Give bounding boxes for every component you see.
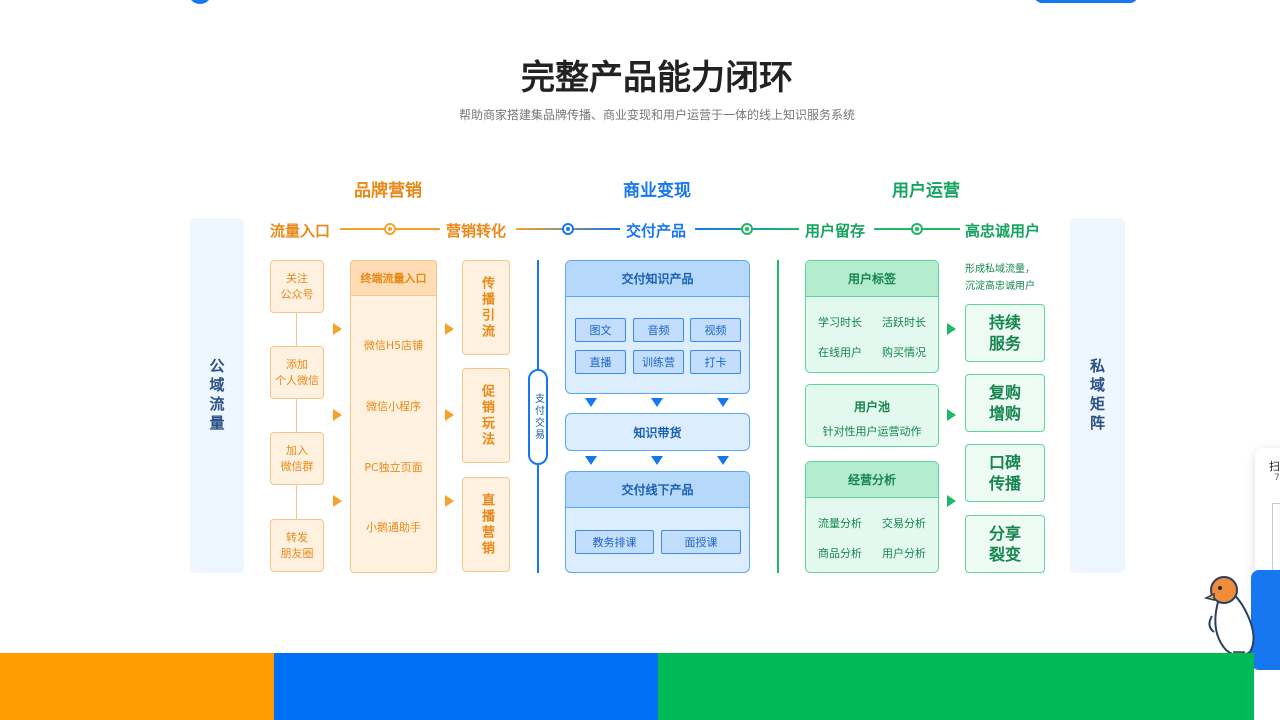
offline-box: 交付线下产品 教务排课 面授课 xyxy=(565,471,750,573)
goose-mascot-icon xyxy=(1204,576,1255,663)
qr-widget-sub: 7 xyxy=(1274,473,1280,483)
payment-pill: 支付交易 xyxy=(528,369,548,465)
chip-video: 视频 xyxy=(690,318,741,342)
chip-offline-class: 面授课 xyxy=(661,530,741,554)
flow-deliver: 交付产品 xyxy=(626,222,687,240)
pool-title: 用户池 xyxy=(853,400,890,414)
terminal-item: 微信H5店铺 xyxy=(363,339,424,352)
tag-active-time: 活跃时长 xyxy=(882,316,926,329)
triangle-arrow-icon xyxy=(717,456,729,465)
contact-side-button[interactable] xyxy=(1251,570,1280,670)
chip-graphic: 图文 xyxy=(575,318,626,342)
marketing-spread: 传播引流 xyxy=(462,260,510,355)
private-note: 形成私域流量， 沉淀高忠诚用户 xyxy=(965,264,1035,292)
flow-node-icon xyxy=(384,223,396,235)
goods-box: 知识带货 xyxy=(565,413,750,451)
analysis-traffic: 流量分析 xyxy=(818,517,862,530)
tag-purchase: 购买情况 xyxy=(882,346,926,359)
triangle-arrow-icon xyxy=(947,323,956,335)
marketing-promo: 促销玩法 xyxy=(462,368,510,463)
triangle-arrow-icon xyxy=(445,495,454,507)
flow-node-icon xyxy=(562,223,574,235)
entry-item-add-wechat: 添加 个人微信 xyxy=(270,346,324,399)
triangle-arrow-icon xyxy=(947,495,956,507)
left-panel xyxy=(190,218,244,573)
analysis-trade: 交易分析 xyxy=(882,517,926,530)
marketing-live: 直播营销 xyxy=(462,477,510,572)
right-panel-label: 私域矩阵 xyxy=(1088,357,1106,434)
triangle-arrow-icon xyxy=(445,409,454,421)
offline-title: 交付线下产品 xyxy=(566,472,749,508)
flow-traffic: 流量入口 xyxy=(270,222,331,240)
section-title: 完整产品能力闭环 xyxy=(521,58,793,98)
triangle-arrow-icon xyxy=(717,398,729,407)
right-panel xyxy=(1070,218,1125,573)
outcome-fission: 分享 裂变 xyxy=(965,515,1045,573)
outcome-repurchase: 复购 增购 xyxy=(965,374,1045,432)
terminal-item: 小鹅通助手 xyxy=(366,521,421,534)
footer-strip-green xyxy=(658,653,1254,720)
outcome-continuous-service: 持续 服务 xyxy=(965,304,1045,362)
header-ops: 用户运营 xyxy=(892,181,960,201)
top-nav-cta-button[interactable] xyxy=(1034,0,1138,3)
triangle-arrow-icon xyxy=(651,398,663,407)
flow-node-icon xyxy=(911,223,923,235)
tag-study-time: 学习时长 xyxy=(818,316,862,329)
triangle-arrow-icon xyxy=(333,409,342,421)
tags-box: 用户标签 学习时长 活跃时长 在线用户 购买情况 xyxy=(805,260,939,373)
triangle-arrow-icon xyxy=(333,495,342,507)
tag-online-users: 在线用户 xyxy=(818,346,862,359)
header-commerce: 商业变现 xyxy=(623,181,691,201)
section-subtitle: 帮助商家搭建集品牌传播、商业变现和用户运营于一体的线上知识服务系统 xyxy=(458,108,855,122)
terminal-item: PC独立页面 xyxy=(364,461,423,474)
triangle-arrow-icon xyxy=(333,323,342,335)
triangle-arrow-icon xyxy=(445,323,454,335)
flow-node-icon xyxy=(741,223,753,235)
terminal-title: 终端流量入口 xyxy=(350,260,437,296)
chip-checkin: 打卡 xyxy=(690,350,741,374)
knowledge-box: 交付知识产品 图文 音频 视频 直播 训练营 打卡 xyxy=(565,260,750,394)
top-nav-logo-dot xyxy=(188,0,212,4)
triangle-arrow-icon xyxy=(585,456,597,465)
tags-title: 用户标签 xyxy=(806,261,938,297)
footer-strip-blue xyxy=(274,653,658,720)
analysis-user: 用户分析 xyxy=(882,547,926,560)
ops-divider xyxy=(777,260,779,573)
flow-convert: 营销转化 xyxy=(446,222,507,240)
analysis-title: 经营分析 xyxy=(806,462,938,498)
entry-item-share-moments: 转发 朋友圈 xyxy=(270,519,324,572)
left-panel-label: 公域流量 xyxy=(207,357,226,434)
footer-strip-orange xyxy=(0,653,274,720)
terminal-item: 微信小程序 xyxy=(366,400,421,413)
flow-loyal: 高忠诚用户 xyxy=(965,222,1041,240)
analysis-product: 商品分析 xyxy=(818,547,862,560)
flow-retain: 用户留存 xyxy=(805,222,866,240)
analysis-box: 经营分析 流量分析 交易分析 商品分析 用户分析 xyxy=(805,461,939,573)
entry-item-join-group: 加入 微信群 xyxy=(270,432,324,485)
entry-item-follow: 关注 公众号 xyxy=(270,260,324,313)
triangle-arrow-icon xyxy=(947,409,956,421)
chip-scheduling: 教务排课 xyxy=(575,530,654,554)
pool-desc: 针对性用户运营动作 xyxy=(822,425,922,438)
chip-camp: 训练营 xyxy=(633,350,684,374)
triangle-arrow-icon xyxy=(585,398,597,407)
outcome-word-of-mouth: 口碑 传播 xyxy=(965,444,1045,502)
qr-widget-label: 扫 xyxy=(1269,460,1280,473)
pool-box: 用户池 针对性用户运营动作 xyxy=(805,384,939,447)
knowledge-title: 交付知识产品 xyxy=(566,261,749,297)
header-brand: 品牌营销 xyxy=(354,181,422,201)
chip-audio: 音频 xyxy=(633,318,684,342)
terminal-box xyxy=(350,260,437,573)
triangle-arrow-icon xyxy=(651,456,663,465)
chip-live: 直播 xyxy=(575,350,626,374)
entry-connector xyxy=(296,310,297,522)
